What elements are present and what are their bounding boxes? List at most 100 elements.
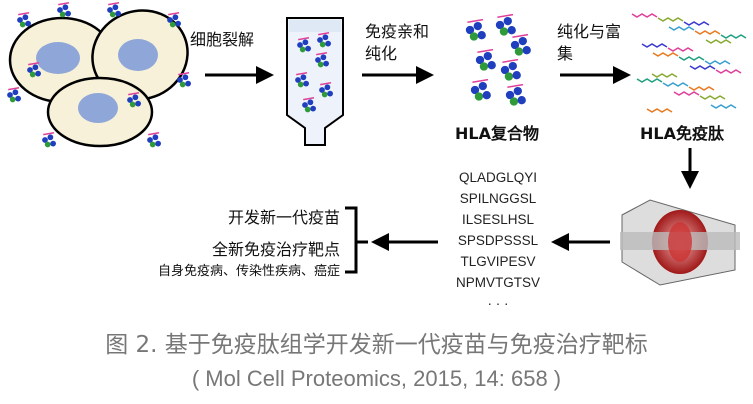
hla-molecule-part	[129, 101, 136, 108]
hla-molecule-part	[135, 100, 141, 107]
hla-peptide-mark	[688, 86, 715, 91]
peptide-mark	[18, 12, 30, 16]
hla-molecule-part	[495, 20, 505, 30]
hla-molecule-part	[512, 71, 521, 80]
hla-peptide-mark	[631, 13, 658, 18]
hla-molecule-part	[509, 97, 519, 106]
hla-molecule-part	[487, 61, 496, 70]
peptide-sequence: QLADGLQYI	[458, 170, 538, 185]
figure-caption: 图 2. 基于免疫肽组学开发新一代疫苗与免疫治疗靶标	[105, 332, 648, 358]
hla-molecule-part	[479, 62, 489, 71]
hla-molecule-part	[112, 4, 119, 11]
hla-peptide-mark	[694, 30, 721, 35]
hla-molecule-part	[305, 45, 311, 52]
hla-peptide-mark	[646, 108, 673, 113]
hla-molecule-part	[325, 40, 331, 47]
cells-icon	[8, 9, 189, 148]
hla-molecule-part	[12, 89, 19, 96]
hla-molecule-part	[478, 81, 487, 91]
hla-peptide-mark	[710, 104, 737, 109]
hla-molecule-part	[115, 10, 121, 17]
hla-molecule-part	[322, 34, 329, 41]
hla-molecule-part	[319, 87, 325, 93]
hla-molecule-part	[510, 40, 520, 50]
peptide-mark	[467, 18, 484, 23]
peptide-mark	[43, 132, 55, 136]
peptide-mark	[108, 2, 120, 6]
hla-molecule-part	[297, 42, 303, 48]
hla-molecule-part	[473, 21, 482, 31]
hla-molecule-part	[9, 96, 16, 103]
hla-molecule-part	[321, 91, 328, 98]
hla-molecule-part	[504, 72, 514, 81]
hla-peptide-mark	[689, 65, 716, 70]
hla-peptide-mark	[667, 47, 694, 52]
hla-molecule-part	[59, 11, 66, 18]
peptide-sequence: NPMVTGTSV	[455, 275, 540, 290]
hla-molecule-part	[107, 7, 113, 13]
hla-peptide-mark	[683, 21, 710, 26]
peptide-mark	[298, 37, 310, 41]
hla-molecule-part	[149, 141, 156, 148]
hla-peptide-mark	[704, 60, 731, 65]
step-label-lysis: 细胞裂解	[190, 30, 255, 49]
hla-molecule-part	[317, 61, 324, 68]
hla-molecule-part	[172, 14, 179, 21]
hla-molecule-part	[15, 95, 21, 102]
hla-molecule-part	[469, 32, 479, 41]
peptide-mark	[28, 62, 40, 66]
hla-molecule-part	[324, 84, 331, 91]
hla-molecule-part	[132, 94, 139, 101]
peptide-mark	[477, 48, 494, 53]
step-label-affinity-2: 纯化	[365, 44, 398, 63]
bracket	[345, 206, 368, 274]
peptide-mark	[320, 82, 332, 86]
hla-peptide-mark	[715, 69, 742, 74]
hla-peptide-mark	[720, 34, 747, 39]
hla-peptide-mark	[699, 95, 726, 100]
hla-molecule-part	[505, 90, 515, 100]
label-hla-complex: HLA复合物	[455, 124, 539, 143]
hla-molecule-part	[482, 91, 491, 100]
hla-molecule-part	[27, 67, 33, 73]
hla-molecule-part	[483, 51, 492, 61]
hla-molecule-part	[513, 86, 522, 96]
hla-molecule-part	[169, 21, 176, 28]
hla-molecule-part	[465, 25, 475, 35]
peptide-mark	[316, 52, 328, 56]
hla-molecule-part	[317, 37, 323, 43]
hla-molecule-part	[35, 70, 41, 77]
peptide-mark	[168, 12, 180, 16]
hla-molecule-part	[109, 11, 116, 18]
hla-peptide-mark	[705, 39, 732, 44]
step-label-affinity-1: 免疫亲和	[365, 22, 430, 41]
hla-molecule-part	[155, 140, 161, 147]
hla-molecule-part	[17, 17, 23, 23]
hla-molecule-part	[477, 31, 486, 40]
label-hla-peptides: HLA免疫肽	[640, 124, 724, 143]
affinity-column-icon	[286, 17, 344, 146]
peptide-mark	[512, 33, 529, 38]
hla-molecule-part	[475, 55, 485, 65]
hla-molecule-part	[295, 77, 301, 83]
outcome-vaccine: 开发新一代疫苗	[227, 208, 340, 227]
hla-molecule-part	[175, 20, 181, 27]
peptide-mark	[502, 58, 519, 63]
hla-molecule-part	[319, 41, 326, 48]
hla-molecule-part	[147, 137, 153, 143]
peptide-mark	[8, 87, 20, 91]
hla-molecule-part	[517, 96, 526, 105]
hla-molecule-part	[29, 71, 36, 78]
hla-molecule-part	[304, 106, 311, 113]
hla-molecule-part	[518, 36, 527, 46]
hla-peptide-mark	[673, 91, 700, 96]
hla-molecule-part	[320, 54, 327, 61]
hla-peptide-mark	[641, 43, 668, 48]
hla-molecule-part	[474, 92, 484, 101]
hla-molecule-part	[44, 141, 51, 148]
hla-molecule-part	[42, 137, 48, 143]
hla-molecule-part	[315, 57, 321, 63]
hla-molecule-part	[302, 102, 308, 108]
hla-molecule-part	[507, 26, 516, 35]
